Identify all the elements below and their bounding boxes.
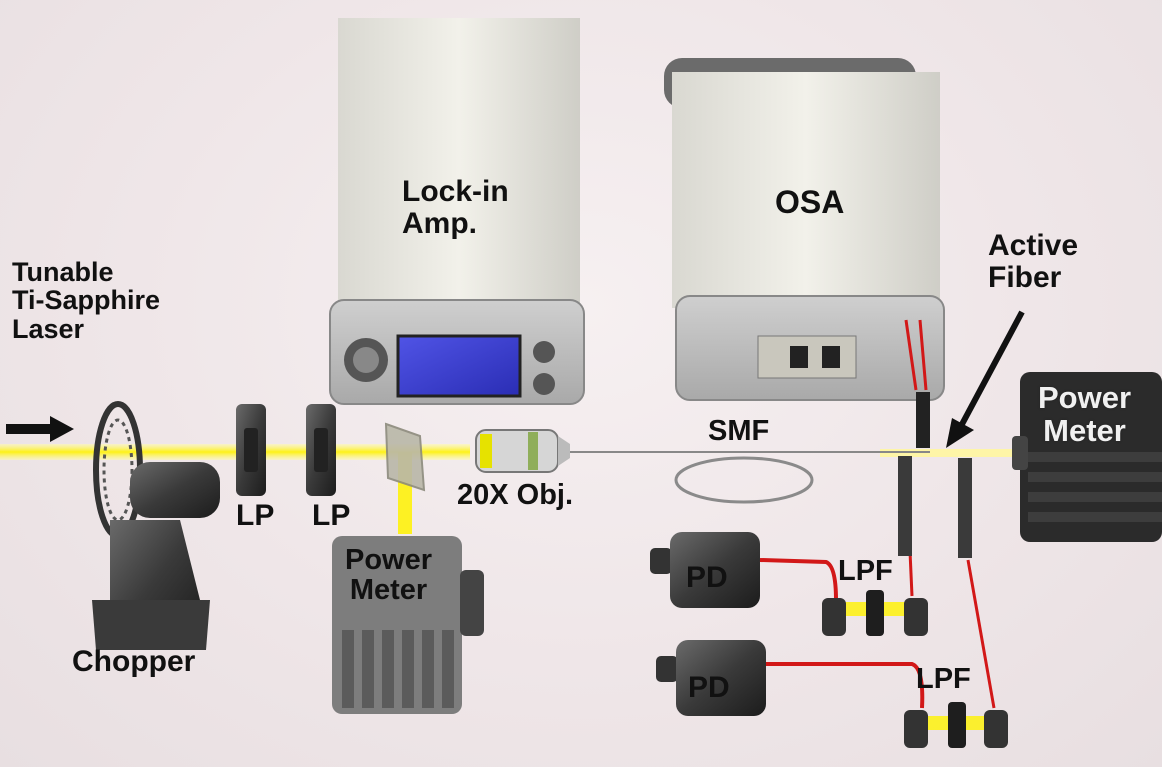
- chopper-label: Chopper: [72, 645, 196, 678]
- power-meter-right-line-1: Power: [1038, 380, 1132, 415]
- active-fiber-label-line-1: Active: [988, 229, 1079, 262]
- lpf-top-assembly: [822, 456, 928, 636]
- lpf-bottom-label: LPF: [916, 663, 971, 695]
- pd-top-label: PD: [686, 561, 728, 594]
- active-fiber-arrow-icon: [946, 310, 1025, 448]
- power-meter-right: [1012, 372, 1162, 542]
- power-meter-right-label: Power Meter: [1038, 380, 1132, 448]
- laser-label: Tunable Ti-Sapphire Laser: [12, 258, 160, 343]
- osa-label: OSA: [775, 184, 845, 220]
- lockin-label: Lock-in Amp.: [402, 176, 509, 239]
- polarizer-2-icon: [306, 404, 336, 496]
- objective-label: 20X Obj.: [457, 479, 574, 511]
- lpf-bottom-assembly: [904, 458, 1008, 748]
- laser-label-line-2: Ti-Sapphire: [12, 285, 161, 316]
- active-fiber-label: Active Fiber: [988, 230, 1078, 293]
- photodetector-top: [650, 532, 838, 608]
- objective-lens-icon: [475, 429, 570, 473]
- chopper-icon: [92, 401, 220, 650]
- input-arrow-icon: [6, 416, 74, 442]
- pd-bottom-label: PD: [688, 671, 730, 704]
- power-meter-left-line-1: Power: [345, 544, 433, 576]
- beam-splitter-icon: [384, 422, 426, 492]
- laser-label-line-1: Tunable: [12, 257, 114, 287]
- polarizer-1-icon: [236, 404, 266, 496]
- lockin-label-line-2: Amp.: [402, 206, 477, 240]
- lockin-amplifier: [329, 18, 585, 405]
- power-meter-right-line-2: Meter: [1043, 412, 1126, 448]
- lockin-label-line-1: Lock-in: [402, 175, 509, 208]
- power-meter-left-line-2: Meter: [349, 574, 428, 607]
- laser-label-line-3: Laser: [12, 313, 85, 344]
- lp1-label: LP: [236, 499, 275, 532]
- smf-fiber: [570, 451, 930, 504]
- osa-instrument: [664, 58, 945, 448]
- smf-label: SMF: [708, 415, 770, 447]
- active-fiber-label-line-2: Fiber: [988, 260, 1062, 294]
- power-meter-left-label: Power Meter: [345, 545, 432, 606]
- photodetector-bottom: [656, 640, 925, 716]
- lpf-top-label: LPF: [838, 555, 893, 587]
- power-meter-left: [332, 536, 484, 714]
- lp2-label: LP: [312, 499, 351, 532]
